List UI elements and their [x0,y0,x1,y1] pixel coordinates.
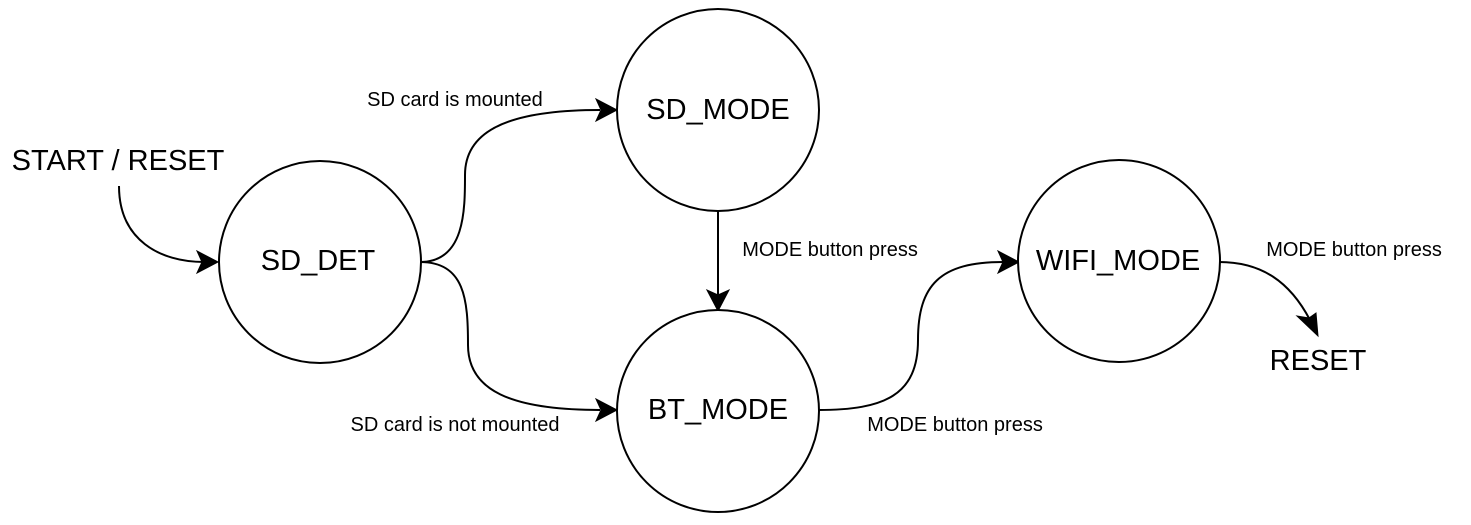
state-wifi-mode-label: WIFI_MODE [1036,245,1200,277]
edge-wifi-mode-to-reset [1218,261,1319,338]
state-bt-mode-circle [616,309,820,513]
edge-sd-det-to-bt-mode-line [419,261,601,411]
edge-sd-det-to-sd-mode-line [419,109,601,263]
state-wifi-mode-circle [1017,159,1221,363]
state-wifi-mode: WIFI_MODE [1017,159,1221,363]
state-sd-mode-label: SD_MODE [646,94,789,126]
edge-bt-mode-to-wifi-mode-arrowhead [996,249,1021,275]
edge-sd-det-to-bt-mode-arrowhead [594,397,619,423]
edge-start-to-sd-det-line [118,185,205,263]
edge-sd-det-to-sd-mode [419,97,619,263]
edge-wifi-mode-to-reset-arrowhead [1295,312,1319,338]
edge-sd-mode-to-bt-mode [705,211,731,313]
edge-start-to-sd-det [118,185,220,275]
state-sd-det-label: SD_DET [261,245,376,277]
state-bt-mode: BT_MODE [616,309,820,513]
edge-label-sd-mounted: SD card is mounted [367,89,543,111]
start-reset-label: START / RESET [12,145,225,177]
end-reset-label: RESET [1270,345,1367,377]
edge-label-sd-mode-to-bt-mode: MODE button press [742,239,918,261]
state-sd-mode-circle [616,8,820,212]
edge-sd-mode-to-bt-mode-arrowhead [705,288,731,313]
state-sd-det: SD_DET [218,160,422,364]
edge-bt-mode-to-wifi-mode-line [817,261,1004,411]
state-sd-det-circle [218,160,422,364]
edge-label-wifi-mode-to-reset: MODE button press [1266,239,1442,261]
state-bt-mode-label: BT_MODE [648,394,788,426]
state-sd-mode: SD_MODE [616,8,820,212]
edge-label-bt-mode-to-wifi-mode: MODE button press [867,414,1043,436]
edge-start-to-sd-det-arrowhead [195,249,220,275]
edge-label-sd-not-mounted: SD card is not mounted [351,414,560,436]
edge-wifi-mode-to-reset-line [1218,261,1311,321]
edge-sd-det-to-sd-mode-arrowhead [594,97,619,123]
edge-sd-det-to-bt-mode [419,261,619,423]
edge-bt-mode-to-wifi-mode [817,249,1021,411]
